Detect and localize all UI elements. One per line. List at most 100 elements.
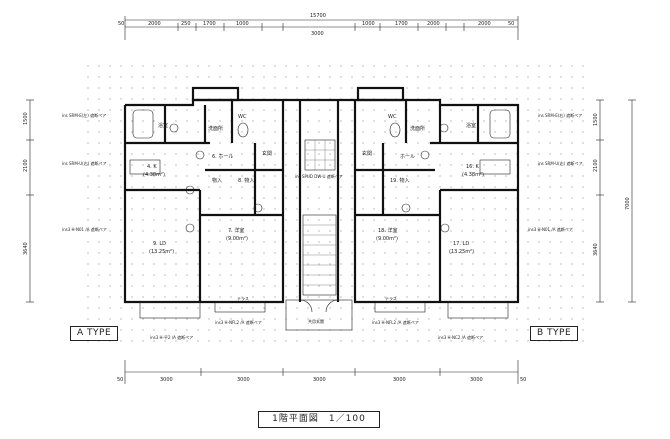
grid-dot xyxy=(98,318,100,320)
grid-dot xyxy=(87,131,89,133)
grid-dot xyxy=(98,87,100,89)
grid-dot xyxy=(197,329,199,331)
grid-dot xyxy=(241,208,243,210)
grid-dot xyxy=(527,197,529,199)
grid-dot xyxy=(98,131,100,133)
grid-dot xyxy=(494,296,496,298)
grid-dot xyxy=(186,197,188,199)
grid-dot xyxy=(351,285,353,287)
dim-top-2: 250 xyxy=(181,21,191,27)
grid-dot xyxy=(274,318,276,320)
grid-dot xyxy=(560,307,562,309)
grid-dot xyxy=(461,131,463,133)
grid-dot xyxy=(516,87,518,89)
grid-dot xyxy=(461,197,463,199)
grid-dot xyxy=(472,153,474,155)
grid-dot xyxy=(340,208,342,210)
grid-dot xyxy=(549,175,551,177)
grid-dot xyxy=(142,120,144,122)
grid-dot xyxy=(208,241,210,243)
grid-dot xyxy=(296,175,298,177)
grid-dot xyxy=(87,230,89,232)
grid-dot xyxy=(318,263,320,265)
grid-dot xyxy=(406,307,408,309)
grid-dot xyxy=(98,186,100,188)
grid-dot xyxy=(549,153,551,155)
grid-dot xyxy=(87,318,89,320)
grid-dot xyxy=(153,109,155,111)
grid-dot xyxy=(274,76,276,78)
grid-dot xyxy=(241,65,243,67)
grid-dot xyxy=(373,153,375,155)
grid-dot xyxy=(362,263,364,265)
grid-dot xyxy=(263,197,265,199)
grid-dot xyxy=(450,186,452,188)
grid-dot xyxy=(164,197,166,199)
grid-dot xyxy=(197,340,199,342)
grid-dot xyxy=(274,285,276,287)
grid-dot xyxy=(384,263,386,265)
grid-dot xyxy=(197,274,199,276)
grid-dot xyxy=(329,153,331,155)
grid-dot xyxy=(109,109,111,111)
grid-dot xyxy=(175,219,177,221)
grid-dot xyxy=(307,296,309,298)
grid-dot xyxy=(582,109,584,111)
grid-dot xyxy=(505,186,507,188)
grid-dot xyxy=(538,296,540,298)
grid-dot xyxy=(285,186,287,188)
grid-dot xyxy=(549,109,551,111)
grid-dot xyxy=(98,120,100,122)
grid-dot xyxy=(219,219,221,221)
grid-dot xyxy=(439,340,441,342)
grid-dot xyxy=(428,131,430,133)
dim-right-1: 1500 xyxy=(593,113,599,126)
grid-dot xyxy=(439,329,441,331)
grid-dot xyxy=(197,318,199,320)
grid-dot xyxy=(142,186,144,188)
grid-dot xyxy=(219,131,221,133)
grid-dot xyxy=(153,131,155,133)
grid-dot xyxy=(329,109,331,111)
grid-dot xyxy=(549,241,551,243)
grid-dot xyxy=(384,241,386,243)
grid-dot xyxy=(208,65,210,67)
grid-dot xyxy=(263,230,265,232)
grid-dot xyxy=(307,131,309,133)
grid-dot xyxy=(87,219,89,221)
grid-dot xyxy=(197,164,199,166)
grid-dot xyxy=(417,230,419,232)
grid-dot xyxy=(582,175,584,177)
grid-dot xyxy=(549,318,551,320)
grid-dot xyxy=(549,76,551,78)
grid-dot xyxy=(483,252,485,254)
grid-dot xyxy=(340,340,342,342)
grid-dot xyxy=(538,285,540,287)
grid-dot xyxy=(98,76,100,78)
grid-dot xyxy=(527,219,529,221)
grid-dot xyxy=(472,131,474,133)
dim-top-9: 2000 xyxy=(478,21,491,27)
grid-dot xyxy=(450,208,452,210)
grid-dot xyxy=(395,164,397,166)
grid-dot xyxy=(175,307,177,309)
grid-dot xyxy=(153,164,155,166)
grid-dot xyxy=(494,131,496,133)
grid-dot xyxy=(472,120,474,122)
grid-dot xyxy=(472,329,474,331)
grid-dot xyxy=(120,153,122,155)
grid-dot xyxy=(120,307,122,309)
grid-dot xyxy=(560,87,562,89)
grid-dot xyxy=(472,87,474,89)
grid-dot xyxy=(494,120,496,122)
grid-dot xyxy=(549,65,551,67)
grid-dot xyxy=(263,142,265,144)
grid-dot xyxy=(351,175,353,177)
grid-dot xyxy=(230,175,232,177)
grid-dot xyxy=(395,186,397,188)
grid-dot xyxy=(175,175,177,177)
grid-dot xyxy=(263,219,265,221)
grid-dot xyxy=(131,153,133,155)
grid-dot xyxy=(406,164,408,166)
grid-dot xyxy=(571,65,573,67)
